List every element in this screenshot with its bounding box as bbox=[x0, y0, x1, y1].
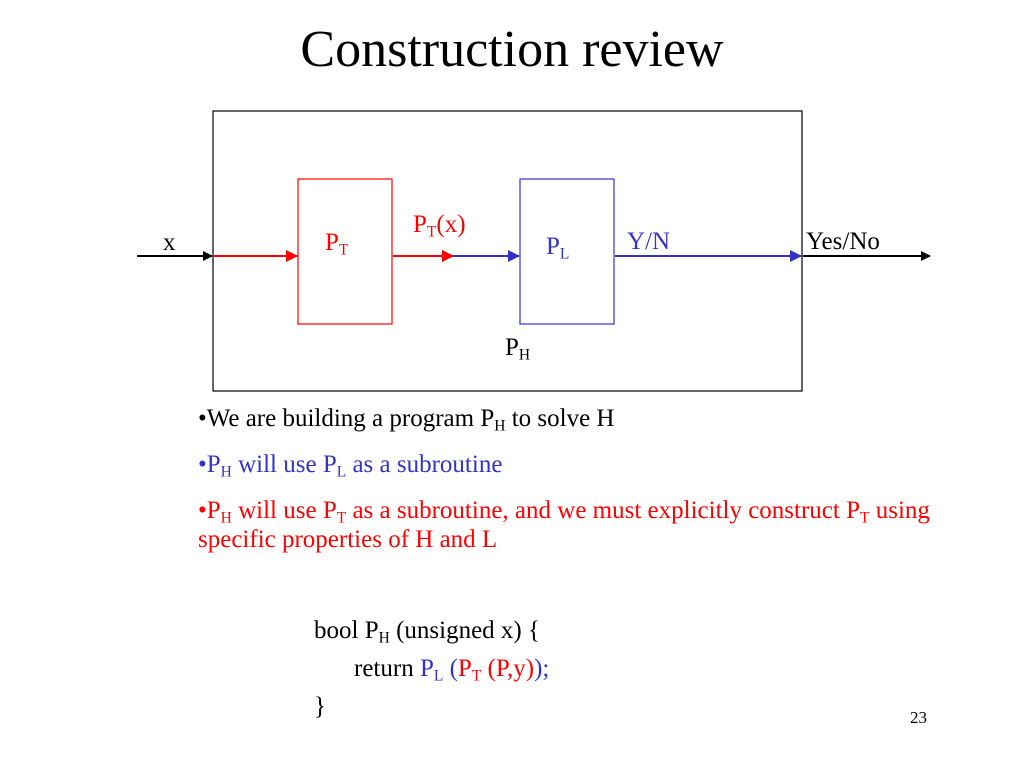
pl-box bbox=[519, 178, 615, 325]
pt-box-label-main: P bbox=[325, 229, 339, 256]
bullet-subscript: H bbox=[220, 463, 232, 481]
code-text: (unsigned x) { bbox=[389, 617, 540, 644]
code-subscript: T bbox=[471, 667, 482, 685]
pl-box-label-main: P bbox=[546, 233, 560, 260]
bullet-list: •We are building a program PH to solve H… bbox=[198, 404, 988, 571]
code-block: bool PH (unsigned x) { return PL (PT (P,… bbox=[314, 612, 549, 726]
code-subscript: H bbox=[378, 629, 390, 647]
output-label-text: Yes/No bbox=[806, 228, 880, 255]
bullet-item: •We are building a program PH to solve H bbox=[198, 404, 988, 435]
code-line: } bbox=[314, 688, 549, 726]
pl-box-label: PL bbox=[546, 232, 569, 262]
bullet-item: •PH will use PT as a subroutine, and we … bbox=[198, 496, 988, 554]
code-subscript: L bbox=[433, 667, 444, 685]
pl-box-label-sub: L bbox=[559, 245, 570, 263]
code-text: (P,y) bbox=[481, 655, 535, 682]
code-text: P bbox=[419, 655, 434, 682]
bullet-subscript: H bbox=[494, 417, 506, 435]
pl-output-label-text: Y/N bbox=[627, 228, 671, 255]
ph-outer-box bbox=[212, 110, 803, 392]
bullet-text: using specific properties of H and L bbox=[198, 497, 930, 553]
pl-output-label: Y/N bbox=[627, 227, 670, 257]
bullet-subscript: T bbox=[860, 509, 870, 527]
code-text: bool P bbox=[314, 617, 379, 644]
bullet-text: as a subroutine, and we must explicitly … bbox=[346, 497, 860, 524]
pt-output-label-suffix: (x) bbox=[436, 211, 466, 238]
ph-label-main: P bbox=[505, 334, 519, 361]
input-label: x bbox=[163, 228, 176, 258]
bullet-subscript: L bbox=[336, 463, 347, 481]
output-label: Yes/No bbox=[806, 227, 880, 257]
ph-label-sub: H bbox=[518, 346, 531, 364]
pt-box-label: PT bbox=[325, 228, 348, 258]
page-number: 23 bbox=[910, 708, 927, 727]
code-text: P bbox=[457, 655, 472, 682]
bullet-text: •We are building a program P bbox=[198, 405, 495, 432]
bullet-text: will use P bbox=[231, 497, 337, 524]
pt-box bbox=[297, 178, 393, 325]
code-text: ( bbox=[443, 655, 458, 682]
code-text: return bbox=[354, 655, 420, 682]
pt-box-label-sub: T bbox=[338, 241, 349, 259]
code-line: bool PH (unsigned x) { bbox=[314, 612, 549, 650]
bullet-subscript: T bbox=[336, 509, 347, 527]
input-label-text: x bbox=[163, 229, 176, 256]
bullet-text: will use P bbox=[231, 451, 337, 478]
code-text: } bbox=[314, 693, 326, 720]
bullet-subscript: H bbox=[220, 509, 232, 527]
slide-title: Construction review bbox=[300, 21, 724, 78]
ph-label: PH bbox=[505, 333, 530, 363]
pt-output-label-sub: T bbox=[426, 223, 437, 241]
bullet-text: •P bbox=[198, 497, 221, 524]
pt-output-label-main: P bbox=[413, 211, 427, 238]
code-text: ); bbox=[534, 655, 550, 682]
bullet-item: •PH will use PL as a subroutine bbox=[198, 450, 988, 481]
bullet-text: as a subroutine bbox=[346, 451, 503, 478]
bullet-text: to solve H bbox=[505, 405, 615, 432]
code-line: return PL (PT (P,y)); bbox=[314, 650, 549, 688]
pt-output-label: PT(x) bbox=[413, 210, 466, 240]
bullet-text: •P bbox=[198, 451, 221, 478]
